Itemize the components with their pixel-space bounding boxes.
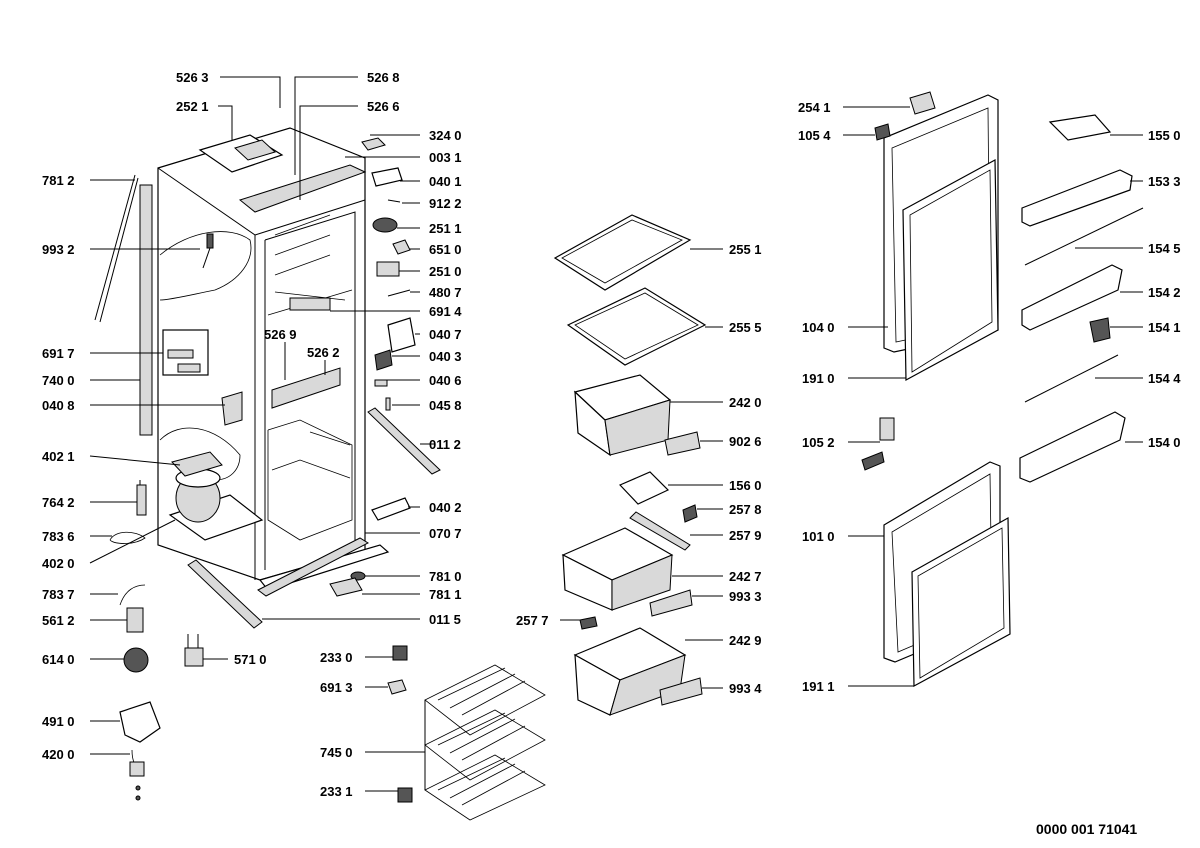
part-label: 993 2 bbox=[42, 242, 75, 257]
part-label: 252 1 bbox=[176, 99, 209, 114]
part-label: 255 1 bbox=[729, 242, 762, 257]
part-label: 691 7 bbox=[42, 346, 75, 361]
part-label: 691 4 bbox=[429, 304, 462, 319]
part-label: 154 2 bbox=[1148, 285, 1181, 300]
leader-lines bbox=[89, 76, 1143, 792]
part-label: 255 5 bbox=[729, 320, 762, 335]
part-label: 242 9 bbox=[729, 633, 762, 648]
part-label: 040 3 bbox=[429, 349, 462, 364]
part-label: 526 8 bbox=[367, 70, 400, 85]
part-label: 526 6 bbox=[367, 99, 400, 114]
part-label: 242 0 bbox=[729, 395, 762, 410]
part-label: 011 5 bbox=[429, 612, 461, 627]
part-label: 040 2 bbox=[429, 500, 462, 515]
part-label: 154 5 bbox=[1148, 241, 1181, 256]
part-label: 526 9 bbox=[264, 327, 297, 342]
part-label: 154 0 bbox=[1148, 435, 1181, 450]
part-label: 191 1 bbox=[802, 679, 835, 694]
part-label: 104 0 bbox=[802, 320, 835, 335]
part-label: 251 0 bbox=[429, 264, 462, 279]
part-label: 491 0 bbox=[42, 714, 75, 729]
part-label: 912 2 bbox=[429, 196, 462, 211]
part-label: 156 0 bbox=[729, 478, 762, 493]
part-label: 254 1 bbox=[798, 100, 831, 115]
part-label: 040 6 bbox=[429, 373, 462, 388]
part-label: 561 2 bbox=[42, 613, 75, 628]
part-label: 993 3 bbox=[729, 589, 762, 604]
part-label: 902 6 bbox=[729, 434, 762, 449]
part-label: 105 2 bbox=[802, 435, 835, 450]
part-label: 011 2 bbox=[429, 437, 461, 452]
loose-parts-left bbox=[109, 480, 204, 801]
part-label: 993 4 bbox=[729, 681, 762, 696]
part-labels: 526 3 526 8 252 1 526 6 324 0 003 1 781 … bbox=[42, 70, 1181, 837]
part-label: 154 1 bbox=[1148, 320, 1181, 335]
part-label: 324 0 bbox=[429, 128, 462, 143]
part-label: 070 7 bbox=[429, 526, 462, 541]
doors bbox=[861, 91, 1144, 687]
wire-racks bbox=[424, 664, 546, 821]
cabinet-small-parts bbox=[187, 137, 441, 629]
part-label: 480 7 bbox=[429, 285, 462, 300]
part-label: 614 0 bbox=[42, 652, 75, 667]
part-label: 745 0 bbox=[320, 745, 353, 760]
document-number: 0000 001 71041 bbox=[1036, 821, 1137, 837]
part-label: 233 0 bbox=[320, 650, 353, 665]
part-label: 740 0 bbox=[42, 373, 75, 388]
part-label: 233 1 bbox=[320, 784, 353, 799]
part-label: 781 0 bbox=[429, 569, 462, 584]
part-label: 571 0 bbox=[234, 652, 267, 667]
part-label: 003 1 bbox=[429, 150, 462, 165]
part-label: 651 0 bbox=[429, 242, 462, 257]
part-label: 257 7 bbox=[516, 613, 549, 628]
part-label: 040 7 bbox=[429, 327, 462, 342]
part-label: 242 7 bbox=[729, 569, 762, 584]
part-label: 257 9 bbox=[729, 528, 762, 543]
part-label: 101 0 bbox=[802, 529, 835, 544]
part-label: 251 1 bbox=[429, 221, 462, 236]
part-label: 105 4 bbox=[798, 128, 831, 143]
part-label: 402 0 bbox=[42, 556, 75, 571]
part-label: 526 2 bbox=[307, 345, 340, 360]
part-label: 191 0 bbox=[802, 371, 835, 386]
part-label: 691 3 bbox=[320, 680, 353, 695]
part-label: 154 4 bbox=[1148, 371, 1181, 386]
part-label: 781 1 bbox=[429, 587, 462, 602]
part-label: 402 1 bbox=[42, 449, 75, 464]
part-label: 040 8 bbox=[42, 398, 75, 413]
part-label: 781 2 bbox=[42, 173, 75, 188]
part-label: 155 0 bbox=[1148, 128, 1181, 143]
part-label: 764 2 bbox=[42, 495, 75, 510]
part-label: 045 8 bbox=[429, 398, 462, 413]
part-label: 153 3 bbox=[1148, 174, 1181, 189]
part-label: 040 1 bbox=[429, 174, 462, 189]
part-label: 783 6 bbox=[42, 529, 75, 544]
shelves-drawers bbox=[387, 214, 707, 821]
part-label: 526 3 bbox=[176, 70, 209, 85]
cabinet-drawing bbox=[94, 127, 390, 591]
part-label: 257 8 bbox=[729, 502, 762, 517]
part-label: 783 7 bbox=[42, 587, 75, 602]
part-label: 420 0 bbox=[42, 747, 75, 762]
